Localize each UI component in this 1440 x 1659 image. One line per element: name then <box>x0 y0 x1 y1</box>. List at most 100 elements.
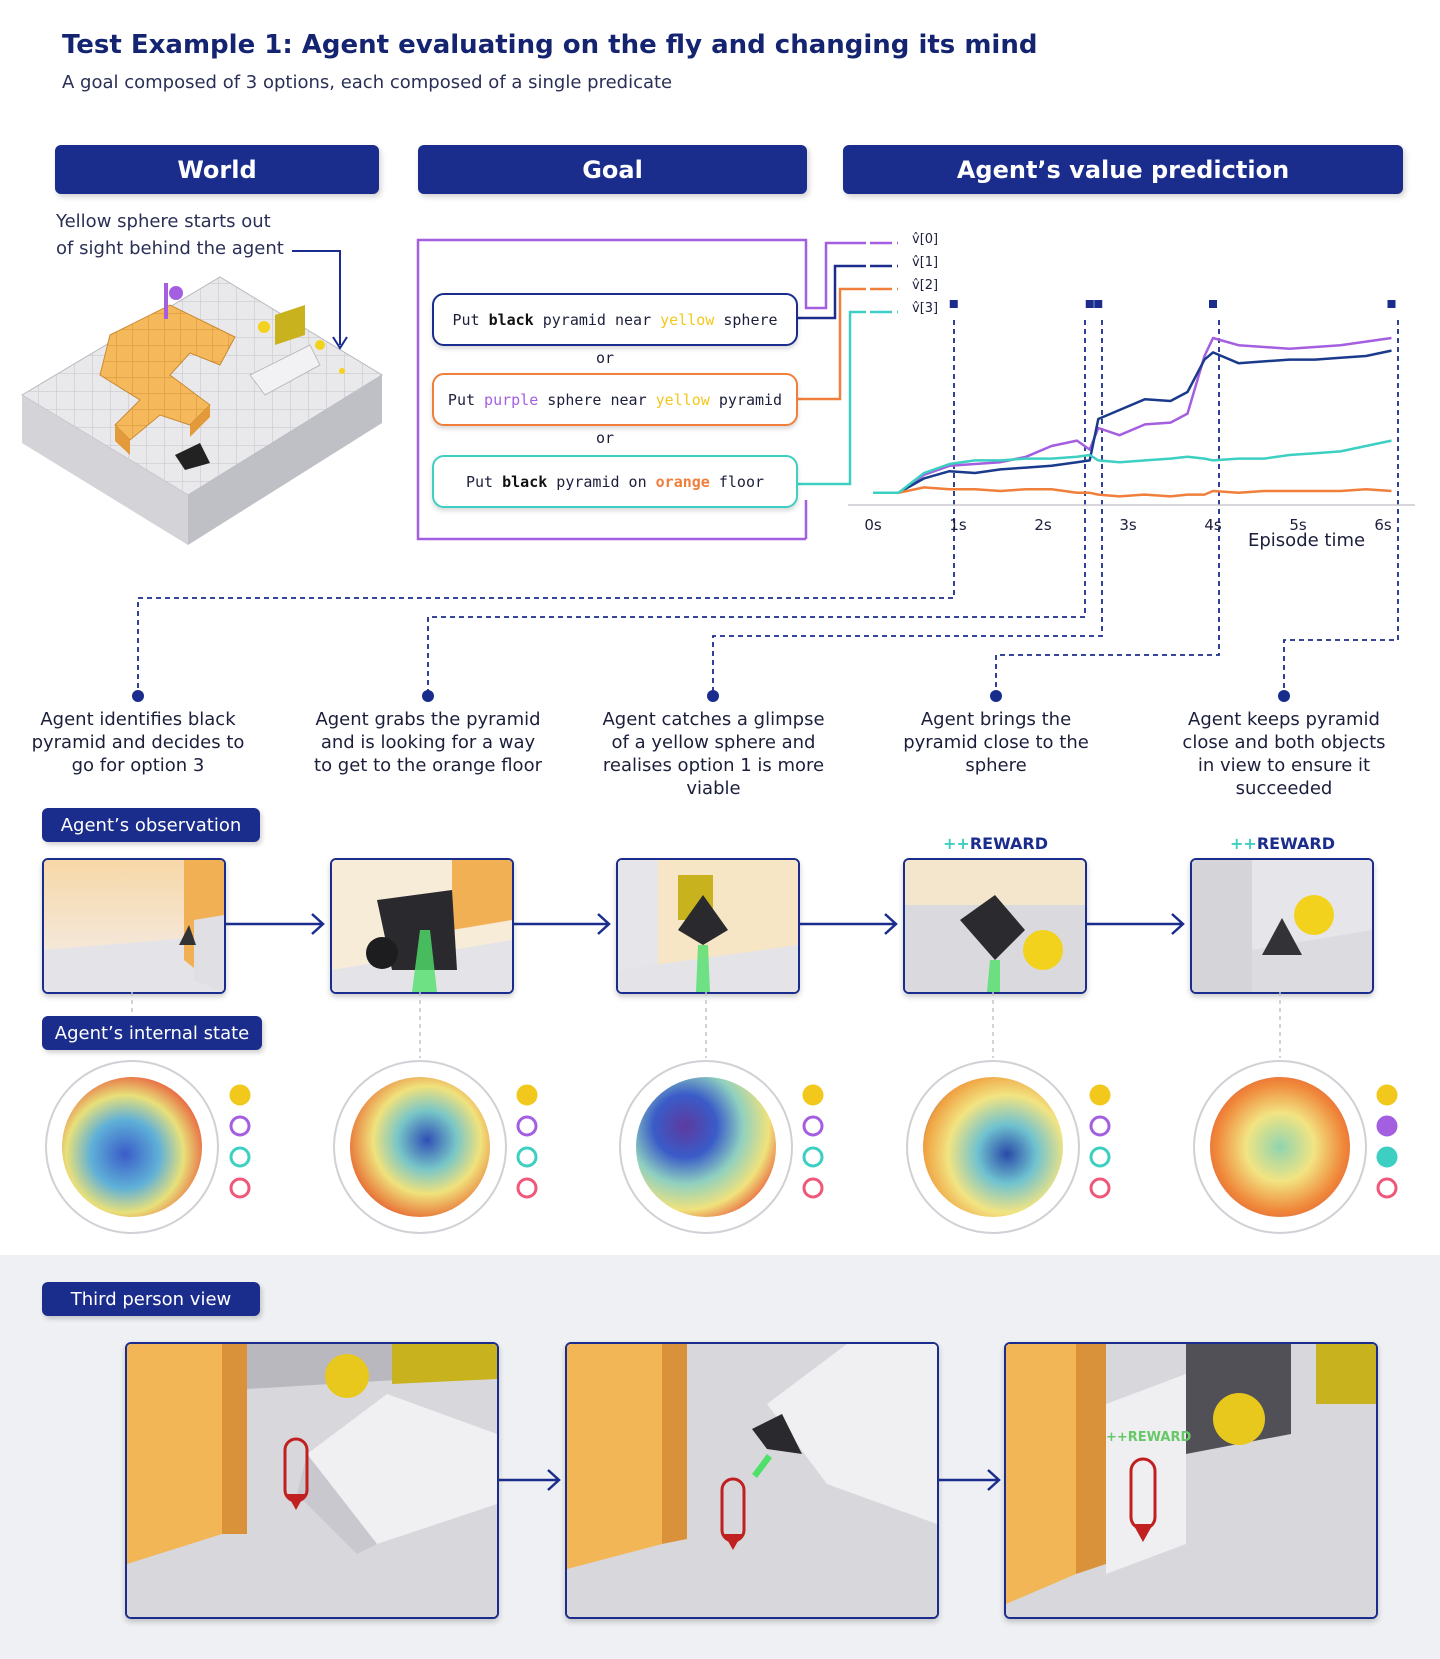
state-dot <box>229 1115 251 1137</box>
reward-label-5: ++REWARD <box>1230 834 1335 853</box>
page-title: Test Example 1: Agent evaluating on the … <box>62 30 1038 60</box>
third-person-image-2 <box>567 1344 937 1617</box>
state-dot <box>802 1115 824 1137</box>
state-dot <box>229 1084 251 1106</box>
x-tick-label: 0s <box>864 516 882 534</box>
option-3-object: black <box>502 472 548 491</box>
scene-reward-text: ++REWARD <box>1106 1430 1192 1445</box>
state-connectors <box>131 992 1281 1058</box>
caption-2: Agent grabs the pyramid and is looking f… <box>314 709 542 776</box>
option-3-suffix: floor <box>709 472 765 491</box>
caption-1: Agent identifies black pyramid and decid… <box>31 709 245 776</box>
state-dot <box>516 1177 538 1199</box>
series-line-3 <box>873 439 1392 495</box>
caption-5: Agent keeps pyramid close and both objec… <box>1182 709 1386 799</box>
legend-v1: v̂[1] <box>912 255 939 270</box>
third-person-frame-2 <box>565 1342 939 1619</box>
observation-frame-4 <box>903 858 1087 994</box>
state-dot <box>229 1146 251 1168</box>
state-dot <box>1376 1177 1398 1199</box>
state-dot <box>1089 1177 1111 1199</box>
arrow-right-icon <box>224 913 325 935</box>
timestamp-marker <box>1094 300 1103 308</box>
observation-frame-1 <box>42 858 226 994</box>
state-circle-1 <box>45 1060 219 1234</box>
state-dot <box>802 1084 824 1106</box>
caption-4: Agent brings the pyramid close to the sp… <box>903 709 1089 776</box>
option-2-target: yellow <box>655 390 710 409</box>
or-label-1: or <box>596 349 615 367</box>
arrow-right-icon <box>937 1469 1001 1491</box>
observation-image-5 <box>1192 860 1372 992</box>
state-dot <box>516 1115 538 1137</box>
observation-arrows <box>224 913 1185 935</box>
goal-option-3: Put black pyramid on orange floor <box>432 455 798 508</box>
option-2-object: purple <box>484 390 539 409</box>
internal-state-label: Agent’s internal state <box>42 1016 262 1050</box>
option-1-prefix: Put <box>452 310 489 329</box>
legend-v3: v̂[3] <box>912 301 939 316</box>
world-note-line2: of sight behind the agent <box>56 238 284 259</box>
page-subtitle: A goal composed of 3 options, each compo… <box>62 72 673 93</box>
arrow-right-icon <box>497 1469 561 1491</box>
option-2-middle: sphere near <box>538 390 656 409</box>
arrow-right-icon <box>798 913 898 935</box>
connector-lines <box>132 238 1399 702</box>
state-dot <box>1089 1115 1111 1137</box>
state-dot <box>229 1177 251 1199</box>
chart-xlabel: Episode time <box>1248 530 1366 551</box>
option-2-suffix: pyramid <box>709 390 783 409</box>
value-header: Agent’s value prediction <box>843 145 1403 194</box>
arrow-right-icon <box>1085 913 1185 935</box>
observation-image-4 <box>905 860 1085 992</box>
or-label-2: or <box>596 429 615 447</box>
observation-label: Agent’s observation <box>42 808 260 842</box>
state-dot <box>1089 1084 1111 1106</box>
legend-v2: v̂[2] <box>912 278 939 293</box>
series-line-1 <box>873 349 1392 495</box>
x-tick-label: 6s <box>1374 516 1392 534</box>
reward-word-4: REWARD <box>969 834 1048 853</box>
reward-plus-5: ++ <box>1230 834 1257 853</box>
state-circle-3 <box>619 1060 793 1234</box>
timestamp-marker <box>1209 300 1217 308</box>
internal-state-row <box>45 1060 1398 1234</box>
third-person-image-3: ++REWARD <box>1006 1344 1376 1617</box>
x-tick-label: 1s <box>949 516 967 534</box>
x-tick-label: 4s <box>1204 516 1222 534</box>
option-3-middle: pyramid on <box>547 472 656 491</box>
goal-header: Goal <box>418 145 807 194</box>
option-1-target: yellow <box>660 310 715 329</box>
option-3-target: orange <box>655 472 710 491</box>
third-person-frame-1 <box>125 1342 499 1619</box>
x-tick-label: 5s <box>1289 516 1307 534</box>
x-tick-label: 3s <box>1119 516 1137 534</box>
timestamp-marker <box>1387 300 1396 308</box>
state-dot <box>516 1146 538 1168</box>
caption-3: Agent catches a glimpse of a yellow sphe… <box>602 709 825 799</box>
option-1-suffix: sphere <box>714 310 778 329</box>
state-circle-5 <box>1193 1060 1367 1234</box>
third-person-frame-3: ++REWARD <box>1004 1342 1378 1619</box>
state-dot <box>802 1177 824 1199</box>
world-note-line1: Yellow sphere starts out <box>56 211 271 232</box>
timestamp-marker <box>949 300 958 308</box>
option-2-prefix: Put <box>447 390 485 409</box>
observation-image-1 <box>44 860 224 992</box>
state-dot <box>1089 1146 1111 1168</box>
observation-image-2 <box>332 860 512 992</box>
goal-option-2: Put purple sphere near yellow pyramid <box>432 373 798 426</box>
state-dot <box>1376 1115 1398 1137</box>
option-1-object: black <box>488 310 534 329</box>
state-dot <box>1376 1084 1398 1106</box>
option-1-middle: pyramid near <box>533 310 661 329</box>
series-line-0 <box>873 336 1392 495</box>
third-person-arrows <box>497 1469 1001 1491</box>
state-circle-2 <box>333 1060 507 1234</box>
observation-image-3 <box>618 860 798 992</box>
observation-frame-5 <box>1190 858 1374 994</box>
third-person-image-1 <box>127 1344 497 1617</box>
third-person-label: Third person view <box>42 1282 260 1316</box>
state-dot <box>516 1084 538 1106</box>
